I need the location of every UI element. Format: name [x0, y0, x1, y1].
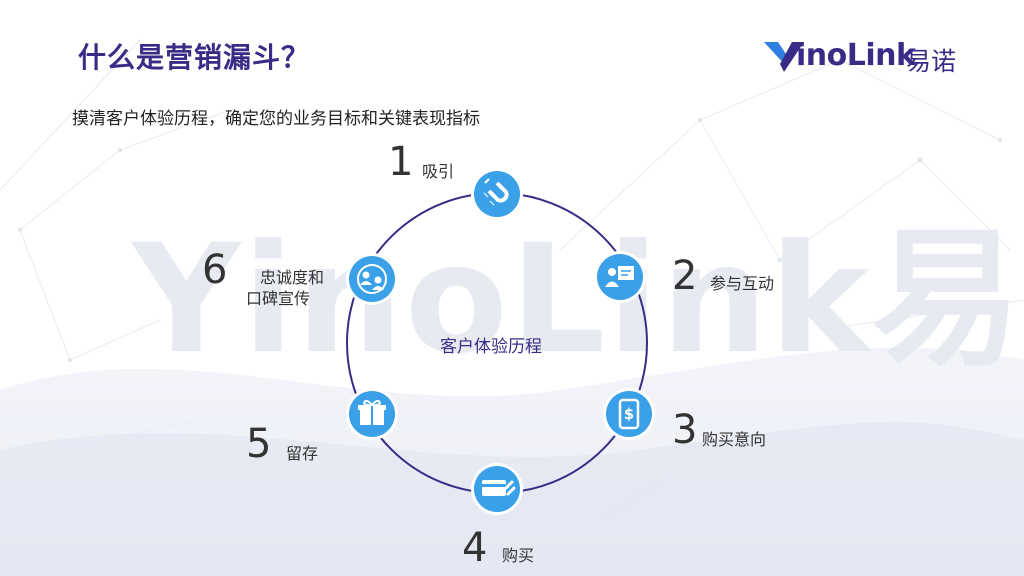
logo-text-cn: 易诺	[906, 47, 957, 76]
stage-6-label: 忠诚度和 口碑宣传	[246, 268, 324, 310]
stage-3-node: $	[606, 391, 652, 437]
credit-card-icon	[482, 480, 516, 496]
stage-3-number: 3	[672, 407, 698, 453]
presenter-icon	[605, 266, 634, 287]
page-title: 什么是营销漏斗？	[78, 41, 311, 74]
stage-4-label: 购买	[502, 546, 535, 565]
stage-5-number: 5	[246, 421, 272, 467]
stage-3-label: 购买意向	[702, 430, 767, 449]
stage-6-number: 6	[202, 247, 228, 293]
logo-y-icon	[764, 42, 804, 72]
gift-icon	[358, 399, 386, 425]
stage-1-node	[474, 171, 520, 217]
stage-6-label-line2: 口碑宣传	[246, 288, 311, 308]
stage-2-node	[597, 254, 643, 300]
page-subtitle: 摸清客户体验历程，确定您的业务目标和关键表现指标	[72, 109, 480, 129]
stage-6-label-line1: 忠诚度和	[260, 268, 325, 287]
stage-1-label: 吸引	[422, 162, 455, 181]
stage-1-number: 1	[388, 139, 414, 185]
stage-5-label: 留存	[286, 444, 319, 463]
stage-4-node	[474, 466, 520, 512]
stage-2-number: 2	[672, 253, 698, 299]
logo-text: inoLink	[796, 38, 916, 73]
stage-4-number: 4	[462, 525, 488, 571]
svg-text:$: $	[624, 405, 634, 423]
stage-5-node	[349, 391, 395, 437]
journey-center-label: 客户体验历程	[440, 337, 542, 357]
magnet-icon	[483, 178, 509, 206]
watermark-text: YinoLink易诺	[132, 213, 1024, 387]
people-network-icon	[357, 264, 387, 294]
stage-2-label: 参与互动	[710, 274, 775, 293]
stage-6-node	[349, 256, 395, 302]
phone-dollar-icon: $	[618, 398, 640, 430]
brand-logo: inoLink 易诺	[760, 34, 970, 82]
